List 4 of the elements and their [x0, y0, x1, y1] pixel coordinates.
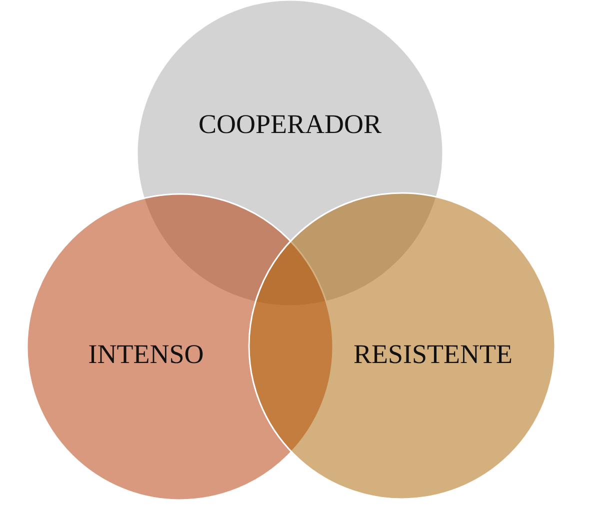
- venn-circle: [248, 192, 556, 500]
- circle-label: RESISTENTE: [354, 340, 512, 370]
- circle-label: INTENSO: [88, 340, 204, 370]
- circle-label: COOPERADOR: [198, 110, 382, 140]
